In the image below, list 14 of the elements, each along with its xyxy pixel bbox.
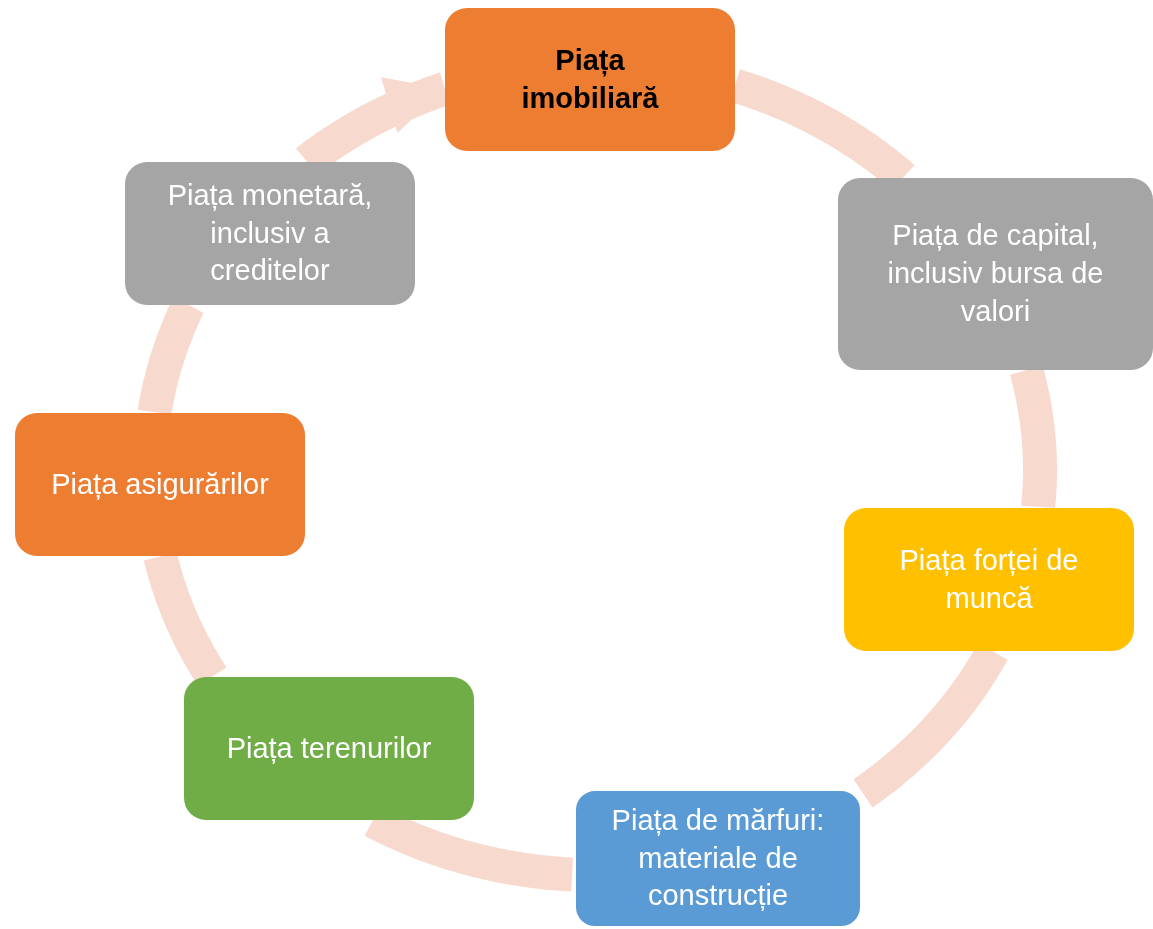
box-label: Piața asigurărilor	[51, 466, 269, 502]
box-label: Piața forței de muncă	[898, 542, 1080, 616]
box-label: Piața monetară, inclusiv a creditelor	[166, 177, 374, 289]
market-box	[844, 508, 1134, 651]
market-box	[838, 178, 1153, 370]
box-label: Piața de capital, inclusiv bursa de valori	[886, 218, 1105, 329]
market-box	[125, 162, 415, 305]
box-label: Piața imobiliară	[520, 42, 660, 116]
market-box	[15, 413, 305, 556]
box-label: Piața terenurilor	[226, 730, 432, 766]
market-box	[184, 677, 474, 820]
box-label: Piața de mărfuri: materiale de construcție	[610, 802, 826, 914]
market-box	[445, 8, 735, 151]
market-box	[573, 788, 863, 929]
